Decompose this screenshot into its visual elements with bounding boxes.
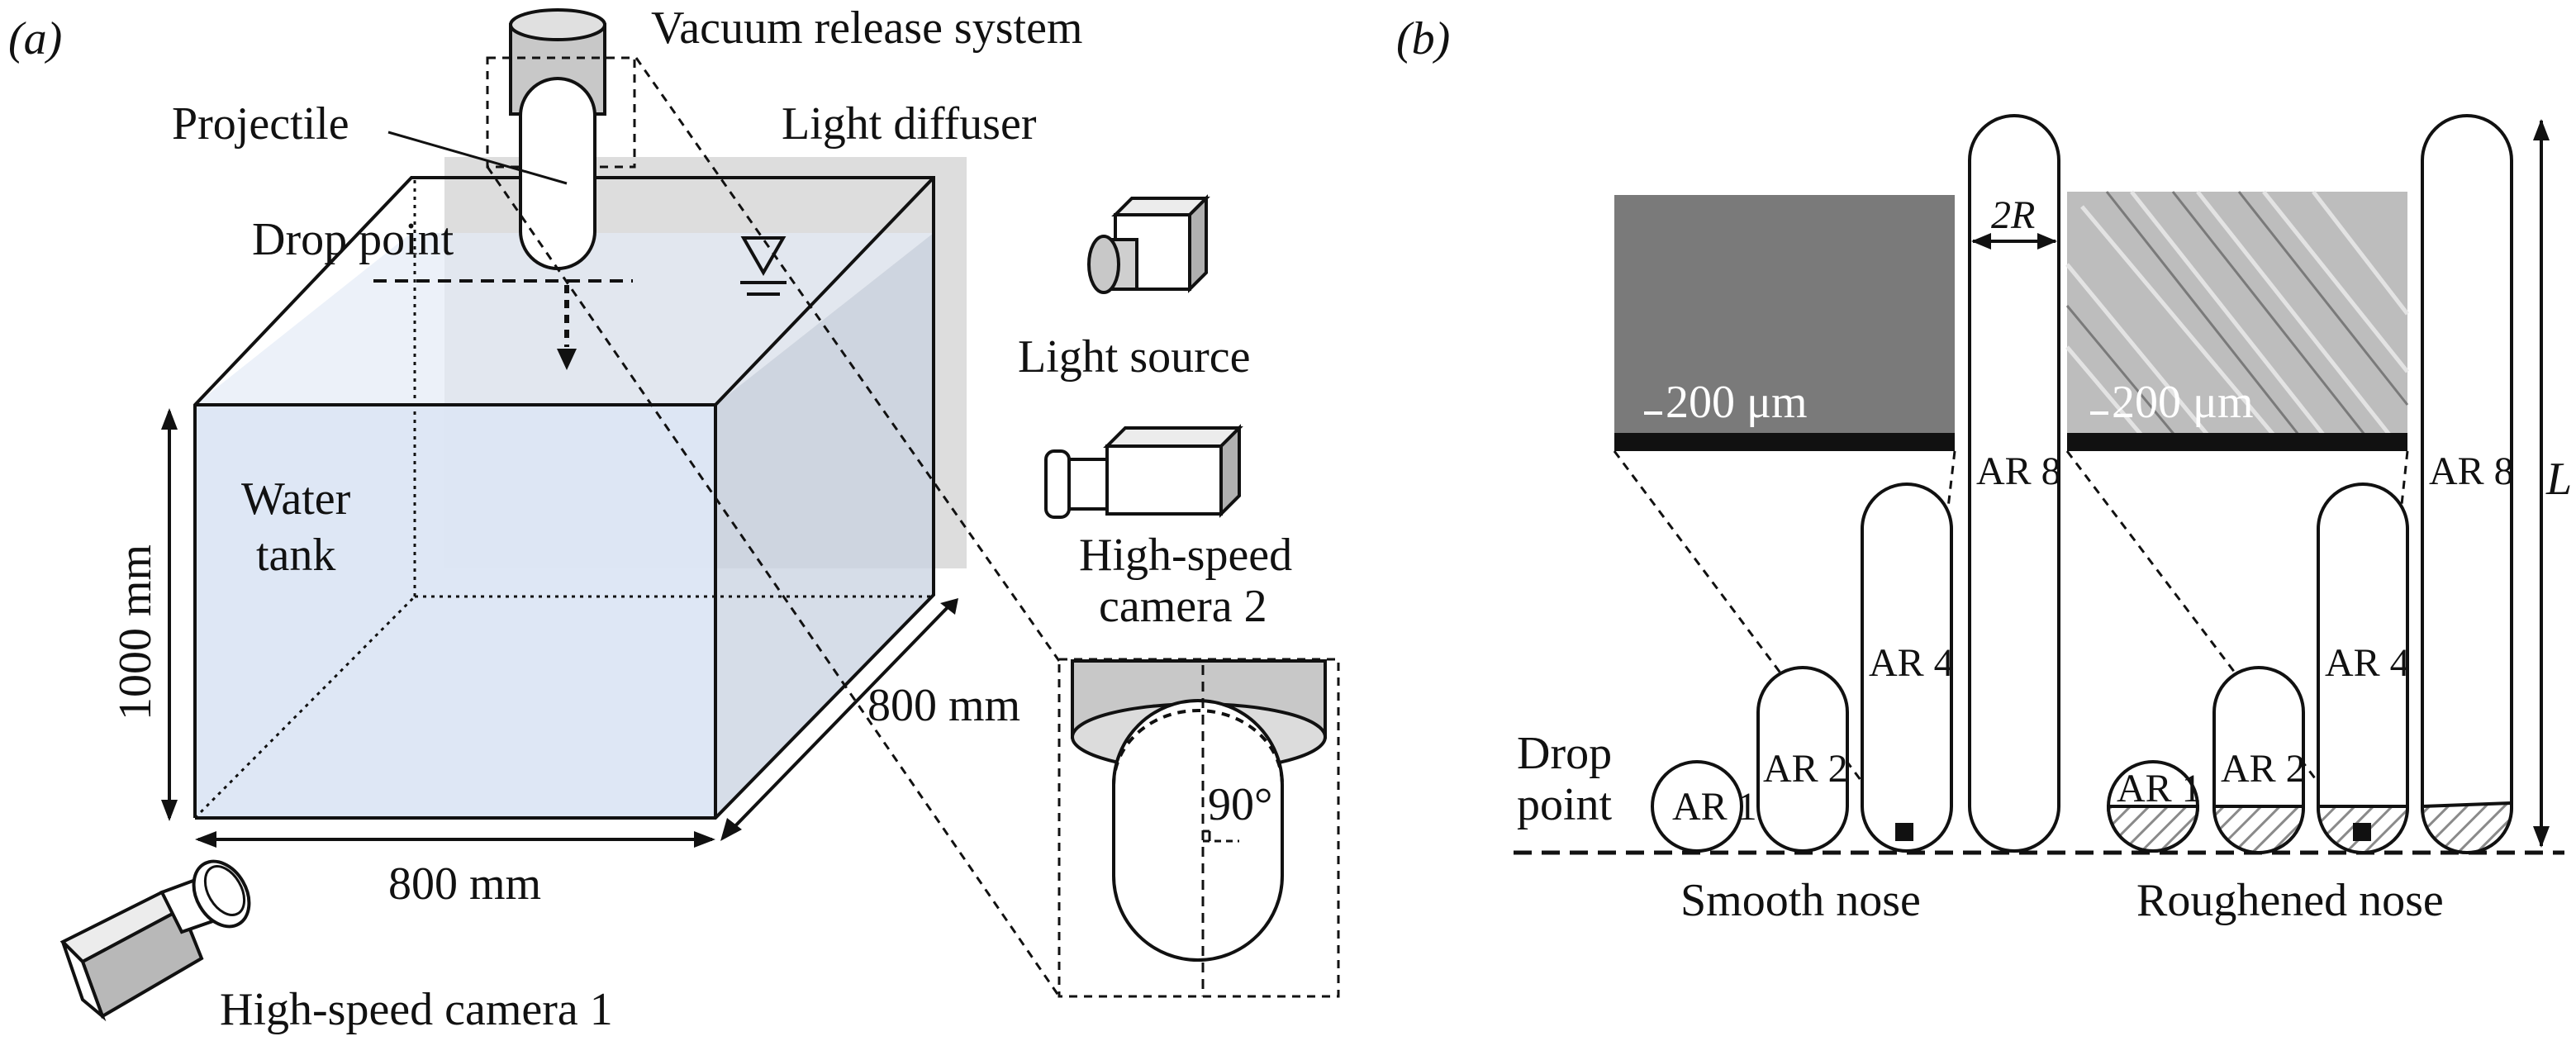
length-label: L bbox=[2545, 454, 2572, 505]
rough-projectiles bbox=[2106, 114, 2513, 854]
height-label: 1000 mm bbox=[110, 544, 161, 720]
depth-label: 800 mm bbox=[867, 680, 1020, 731]
rough-ar2-label: AR 2 bbox=[2221, 747, 2306, 791]
panel-a-label: (a) bbox=[8, 13, 62, 64]
panel-b-label: (b) bbox=[1396, 13, 1450, 64]
hs-camera-2-label-line1: High-speed bbox=[1079, 530, 1292, 581]
width-label: 800 mm bbox=[388, 858, 541, 910]
height-dimension bbox=[161, 408, 178, 821]
smooth-ar1-label: AR 1 bbox=[1672, 785, 1757, 829]
sem-image-smooth: 200 μm bbox=[1614, 195, 1955, 451]
hs-camera-2-label-line2: camera 2 bbox=[1099, 581, 1267, 632]
rough-ar4-label: AR 4 bbox=[2325, 641, 2410, 685]
vacuum-release-system-label: Vacuum release system bbox=[651, 2, 1082, 54]
tank-label: tank bbox=[256, 530, 335, 581]
smooth-ar8-label: AR 8 bbox=[1976, 449, 2061, 493]
projectile bbox=[519, 77, 596, 270]
rough-ar1-label: AR 1 bbox=[2117, 767, 2202, 810]
high-speed-camera-1-icon bbox=[59, 859, 251, 1022]
panel-a: (a) Vacuum release system bbox=[8, 2, 1340, 1035]
roughened-nose-label: Roughened nose bbox=[2136, 875, 2444, 926]
hs-camera-1-label: High-speed camera 1 bbox=[220, 984, 613, 1035]
length-dimension bbox=[2533, 119, 2550, 848]
radius-label: 2R bbox=[1991, 193, 2035, 237]
panel-b: (b) Drop point 200 μm bbox=[1396, 13, 2572, 926]
drop-point-label: Drop point bbox=[252, 214, 454, 265]
smooth-ar4-label: AR 4 bbox=[1869, 641, 1954, 685]
projectile-smooth-ar8 bbox=[1968, 114, 2060, 853]
scale-bar-smooth-label: 200 μm bbox=[1666, 377, 1808, 428]
projectile-smooth-ar4 bbox=[1861, 482, 1953, 853]
projectile-label: Projectile bbox=[172, 98, 349, 150]
water-label: Water bbox=[241, 473, 351, 525]
drop-point-b-line2: point bbox=[1517, 779, 1613, 830]
light-source-label: Light source bbox=[1018, 331, 1250, 383]
nose-detail-inset bbox=[1057, 658, 1340, 998]
water-tank bbox=[193, 176, 935, 820]
rough-ar8-label: AR 8 bbox=[2429, 449, 2514, 493]
angle-label: 90° bbox=[1208, 779, 1272, 830]
light-source-icon bbox=[1087, 194, 1210, 294]
projectile-smooth-ar2 bbox=[1756, 666, 1849, 853]
smooth-ar2-label: AR 2 bbox=[1763, 747, 1848, 791]
width-dimension bbox=[195, 831, 715, 848]
depth-dimension bbox=[720, 598, 958, 841]
scale-bar-rough-label: 200 μm bbox=[2112, 377, 2254, 428]
radius-dimension bbox=[1971, 233, 2057, 250]
projectile-smooth-ar1 bbox=[1651, 760, 1743, 853]
smooth-projectiles bbox=[1651, 114, 2060, 853]
smooth-nose-label: Smooth nose bbox=[1680, 875, 1921, 926]
high-speed-camera-2-icon bbox=[1044, 424, 1243, 519]
light-diffuser-label: Light diffuser bbox=[782, 98, 1037, 150]
water-volume bbox=[195, 405, 715, 818]
water-side bbox=[715, 233, 934, 818]
sem-image-rough: 200 μm bbox=[2065, 190, 2409, 451]
drop-point-b-line1: Drop bbox=[1517, 728, 1612, 779]
